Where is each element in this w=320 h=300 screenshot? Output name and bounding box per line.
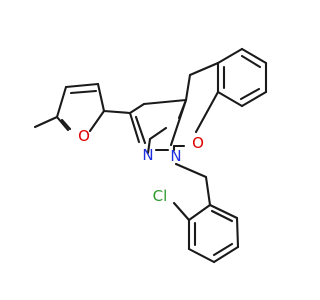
- nitrogen-label-2: N: [170, 147, 181, 165]
- methylfuran-ring: [33, 82, 132, 133]
- molecule-structure: Cl O O N N: [33, 47, 268, 264]
- oxazine-oxygen-label: O: [192, 134, 204, 152]
- pyrazoline-ring: [128, 98, 188, 152]
- chlorophenyl-ring: [172, 162, 240, 264]
- benzo-ring: [216, 47, 268, 108]
- oxazine-ring: [146, 61, 220, 155]
- furan-oxygen-label: O: [78, 127, 90, 145]
- nitrogen-label-1: N: [142, 146, 153, 164]
- chlorine-label: Cl: [153, 187, 168, 205]
